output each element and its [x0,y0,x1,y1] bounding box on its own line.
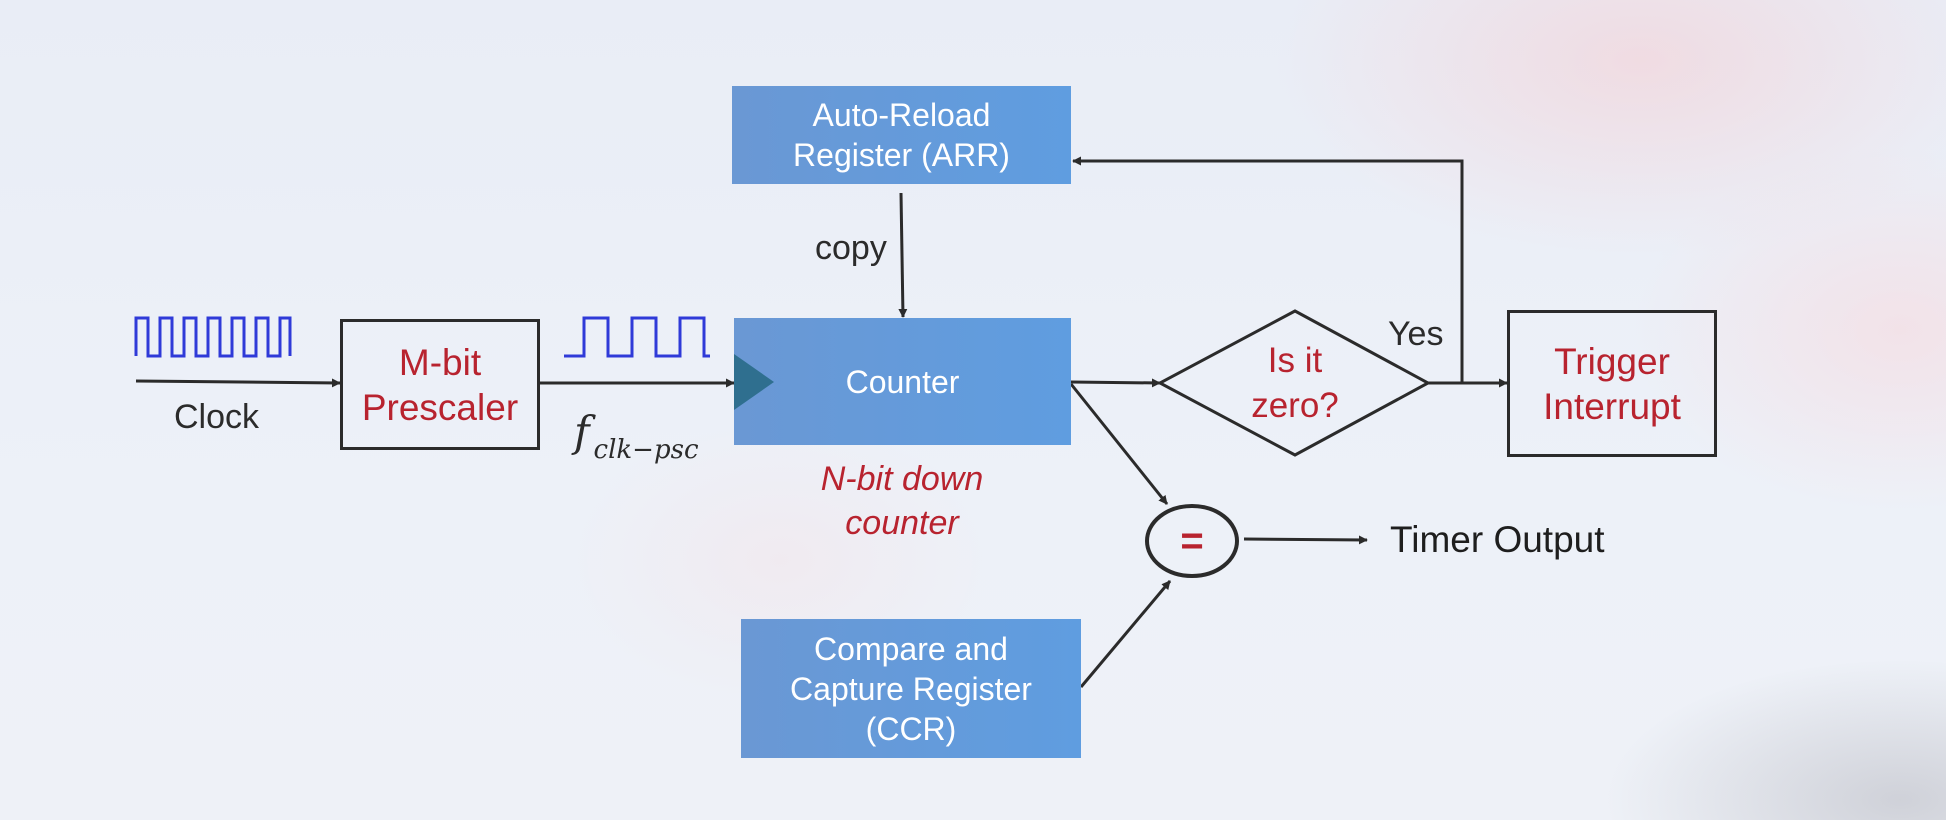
counter-caption: N-bit down counter [820,460,984,542]
trigger-interrupt-block: Trigger Interrupt [1507,310,1717,457]
comparator-equals-sign: = [1180,518,1204,563]
timer-output-label: Timer Output [1390,519,1605,560]
counter-label: Counter [845,363,960,400]
clock-waveform [134,316,292,358]
clock-label: Clock [174,398,260,436]
counter-to-decision-arrow [1070,378,1161,388]
clock-input-triangle-icon [734,354,774,410]
reload-feedback-arrow [1072,156,1464,383]
counter-block: Counter [734,318,1071,445]
compare-capture-register-block: Compare and Capture Register (CCR) [741,619,1081,758]
comparator-to-output-arrow [1243,535,1368,545]
frequency-symbol: f [574,407,590,456]
zero-decision-label: Is it zero? [1251,341,1339,425]
comparator-circle [1145,504,1239,578]
yes-label: Yes [1388,315,1444,353]
zero-decision-diamond [1156,309,1432,457]
clock-arrow [135,378,341,388]
auto-reload-register-block: Auto-Reload Register (ARR) [732,86,1071,184]
prescaled-clock-waveform [564,316,710,358]
copy-label: copy [815,229,887,267]
frequency-subscript: clk−psc [593,435,699,465]
copy-arrow [898,192,908,318]
ccr-to-comparator-arrow [1079,580,1172,688]
counter-to-comparator-arrow [1069,383,1169,505]
prescaler-block: M-bit Prescaler [340,319,540,450]
